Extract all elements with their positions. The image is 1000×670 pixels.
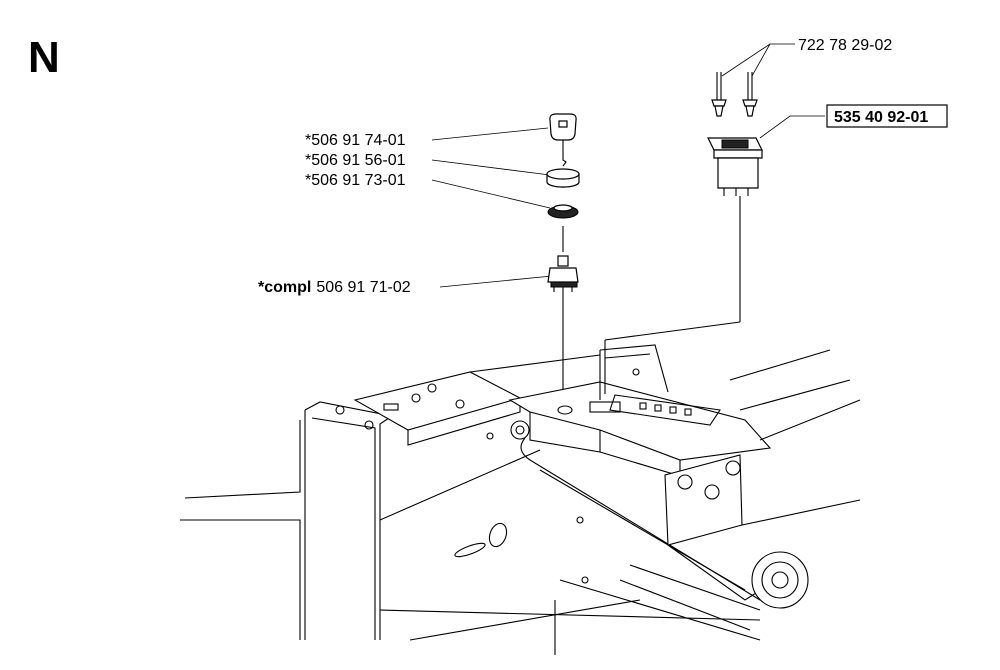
label-switch-relay[interactable]: 535 40 92-01 — [834, 109, 928, 126]
section-letter: N — [28, 33, 60, 82]
nut-washer — [547, 204, 579, 252]
label-cap-ring[interactable]: *506 91 56-01 — [305, 152, 406, 169]
label-ignition-prefix: *compl — [258, 279, 311, 296]
highlight-box — [826, 104, 948, 128]
key — [549, 113, 577, 167]
ignition-switch — [547, 255, 579, 410]
terminal-pins — [711, 72, 758, 117]
cap-ring — [546, 168, 580, 188]
label-terminal-pins[interactable]: 722 78 29-02 — [798, 37, 892, 54]
label-ignition-switch[interactable]: *compl 506 91 71-02 — [258, 279, 411, 296]
label-nut-washer[interactable]: *506 91 73-01 — [305, 172, 406, 189]
label-key[interactable]: *506 91 74-01 — [305, 132, 406, 149]
tractor-frame — [180, 321, 861, 655]
switch-relay — [707, 137, 763, 322]
label-ignition-number: 506 91 71-02 — [316, 279, 410, 296]
label-switch-relay-box[interactable]: 535 40 92-01 — [826, 104, 948, 128]
leader-lines — [431, 43, 825, 288]
